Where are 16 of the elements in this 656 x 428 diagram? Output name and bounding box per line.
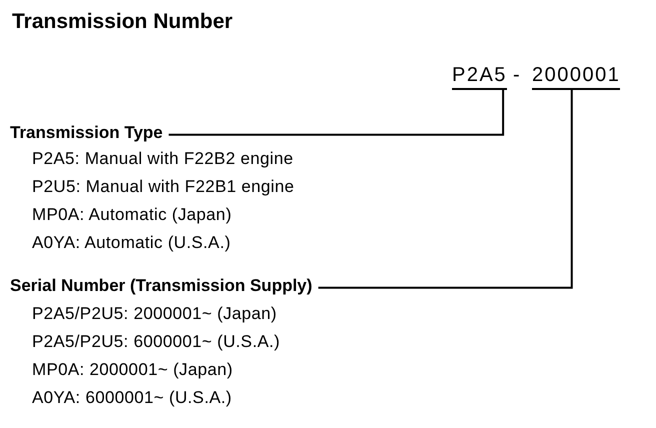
code-segment: 2000001 [532, 64, 620, 90]
list-item: P2A5: Manual with F22B2 engine [32, 149, 294, 169]
code-segment: P2A5 [452, 64, 507, 90]
leader-line [168, 90, 504, 136]
heading: Transmission Type [10, 123, 163, 143]
heading: Serial Number (Transmission Supply) [10, 276, 312, 296]
hyphen: - [513, 64, 522, 88]
list-item: A0YA: Automatic (U.S.A.) [32, 233, 231, 253]
list-item: MP0A: Automatic (Japan) [32, 205, 232, 225]
list-item: P2U5: Manual with F22B1 engine [32, 177, 294, 197]
list-item: P2A5/P2U5: 6000001~ (U.S.A.) [32, 332, 280, 352]
list-item: P2A5/P2U5: 2000001~ (Japan) [32, 304, 277, 324]
list-item: MP0A: 2000001~ (Japan) [32, 360, 233, 380]
title: Transmission Number [12, 10, 233, 34]
list-item: A0YA: 6000001~ (U.S.A.) [32, 388, 232, 408]
leader-line [318, 90, 573, 289]
